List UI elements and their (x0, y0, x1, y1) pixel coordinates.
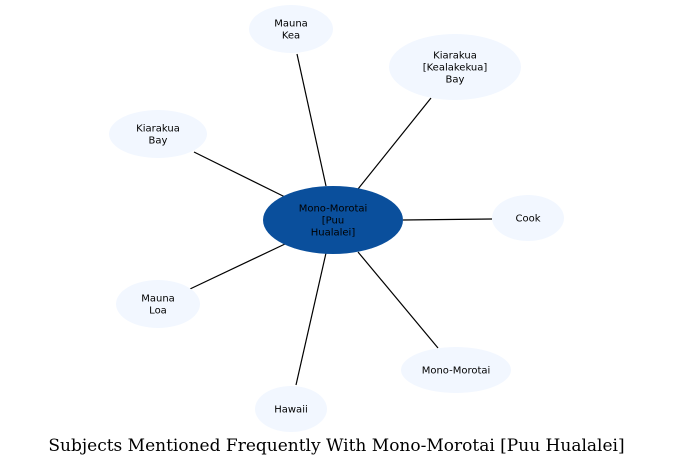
node-shape-cook (492, 195, 564, 241)
edge-kiarakua-kealakekua-bay (357, 97, 432, 190)
node-shape-mono-morotai (401, 347, 511, 393)
diagram-caption: Subjects Mentioned Frequently With Mono-… (48, 436, 625, 456)
node-hawaii: Hawaii (255, 386, 327, 432)
node-label-cook: Cook (515, 214, 540, 225)
node-mono-morotai: Mono-Morotai (401, 347, 511, 393)
node-cook: Cook (492, 195, 564, 241)
edge-hawaii (295, 252, 327, 386)
node-shape-mauna-kea (249, 5, 333, 53)
node-label-kiarakua-kealakekua-bay: Kiarakua[Kealakekua]Bay (423, 51, 488, 86)
edge-mauna-loa (189, 243, 286, 290)
node-shape-center (263, 186, 403, 254)
node-shape-hawaii (255, 386, 327, 432)
node-shape-mauna-loa (116, 280, 200, 328)
edge-mauna-kea (296, 53, 327, 187)
node-kiarakua-kealakekua-bay: Kiarakua[Kealakekua]Bay (389, 34, 521, 100)
edge-cook (402, 218, 493, 221)
node-label-hawaii: Hawaii (274, 405, 308, 416)
edge-kiarakua-bay (193, 151, 286, 198)
edges (189, 53, 493, 386)
edge-mono-morotai (357, 251, 439, 349)
node-shape-kiarakua-kealakekua-bay (389, 34, 521, 100)
node-shape-kiarakua-bay (109, 110, 207, 158)
node-label-mono-morotai: Mono-Morotai (422, 366, 491, 377)
